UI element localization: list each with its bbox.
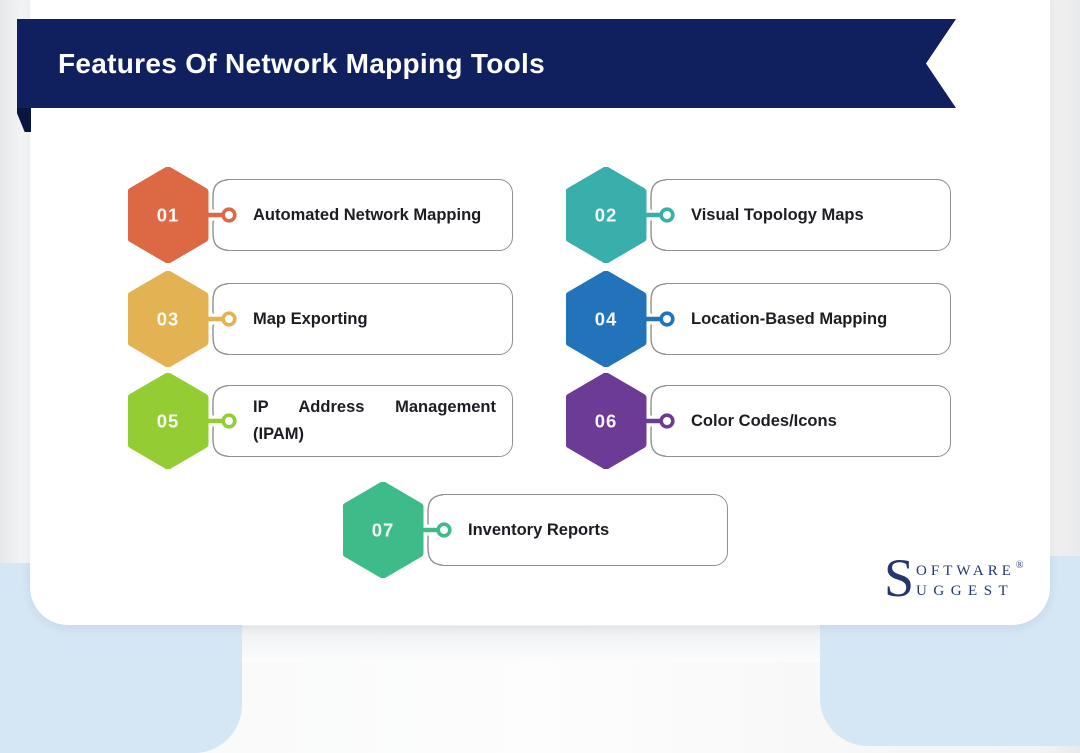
logo-line-software: OFTWARE® bbox=[916, 560, 1024, 580]
feature-item-color-codes-icons: Color Codes/Icons 06 bbox=[566, 373, 951, 469]
hexagon-shape bbox=[128, 271, 209, 367]
connector-ring bbox=[436, 522, 452, 538]
hexagon-shape bbox=[343, 482, 424, 578]
feature-label: Automated Network Mapping bbox=[253, 205, 482, 224]
hexagon-shape bbox=[566, 271, 647, 367]
logo-line-suggest: UGGEST bbox=[916, 583, 1015, 599]
connector-ring bbox=[221, 413, 237, 429]
feature-item-map-exporting: Map Exporting 03 bbox=[128, 271, 513, 367]
feature-item-ip-address-management: IP Address Management (IPAM) 05 bbox=[128, 373, 513, 469]
feature-item-location-based-mapping: Location-Based Mapping 04 bbox=[566, 271, 951, 367]
feature-number: 02 bbox=[595, 205, 618, 226]
feature-card: Automated Network Mapping bbox=[227, 179, 513, 251]
feature-number: 07 bbox=[372, 520, 395, 541]
hexagon-number-badge: 02 bbox=[566, 167, 677, 263]
hexagon-number-badge: 01 bbox=[128, 167, 239, 263]
connector-ring bbox=[659, 207, 675, 223]
header-ribbon: Features Of Network Mapping Tools bbox=[17, 19, 956, 108]
feature-card: Map Exporting bbox=[227, 283, 513, 355]
ribbon-fold bbox=[17, 108, 31, 132]
feature-card: Visual Topology Maps bbox=[665, 179, 951, 251]
feature-card: IP Address Management (IPAM) bbox=[227, 385, 513, 457]
hexagon-shape bbox=[566, 373, 647, 469]
feature-label: Visual Topology Maps bbox=[691, 205, 864, 224]
hexagon-shape bbox=[128, 373, 209, 469]
hexagon-shape bbox=[566, 167, 647, 263]
feature-card: Location-Based Mapping bbox=[665, 283, 951, 355]
feature-label: Location-Based Mapping bbox=[691, 309, 888, 328]
bottom-shadow-strip bbox=[170, 626, 910, 662]
hexagon-shape bbox=[128, 167, 209, 263]
feature-item-automated-network-mapping: Automated Network Mapping 01 bbox=[128, 167, 513, 263]
feature-label: Map Exporting bbox=[253, 309, 368, 328]
feature-item-inventory-reports: Inventory Reports 07 bbox=[343, 482, 728, 578]
hexagon-number-badge: 04 bbox=[566, 271, 677, 367]
feature-number: 05 bbox=[157, 411, 180, 432]
feature-label: Inventory Reports bbox=[468, 520, 610, 539]
hexagon-number-badge: 05 bbox=[128, 373, 239, 469]
connector-ring bbox=[221, 311, 237, 327]
feature-card: Color Codes/Icons bbox=[665, 385, 951, 457]
hexagon-number-badge: 06 bbox=[566, 373, 677, 469]
registered-trademark-icon: ® bbox=[1015, 560, 1024, 571]
page-title: Features Of Network Mapping Tools bbox=[58, 47, 545, 79]
logo-line1-text: OFTWARE bbox=[916, 563, 1015, 579]
hexagon-number-badge: 07 bbox=[343, 482, 454, 578]
infographic-stage: Features Of Network Mapping Tools Automa… bbox=[0, 19, 1080, 753]
feature-label: IP Address Management (IPAM) bbox=[253, 398, 496, 443]
connector-ring bbox=[221, 207, 237, 223]
hexagon-number-badge: 03 bbox=[128, 271, 239, 367]
connector-ring bbox=[659, 311, 675, 327]
logo-wordmark: OFTWARE® UGGEST bbox=[916, 554, 1024, 603]
feature-number: 04 bbox=[595, 309, 618, 330]
feature-label: Color Codes/Icons bbox=[691, 411, 837, 430]
feature-number: 01 bbox=[157, 205, 180, 226]
feature-item-visual-topology-maps: Visual Topology Maps 02 bbox=[566, 167, 951, 263]
connector-ring bbox=[659, 413, 675, 429]
logo-initial: S bbox=[884, 548, 915, 608]
feature-number: 06 bbox=[595, 411, 618, 432]
softwaresuggest-logo: S OFTWARE® UGGEST bbox=[884, 548, 1024, 608]
feature-card: Inventory Reports bbox=[442, 494, 728, 566]
feature-number: 03 bbox=[157, 309, 180, 330]
